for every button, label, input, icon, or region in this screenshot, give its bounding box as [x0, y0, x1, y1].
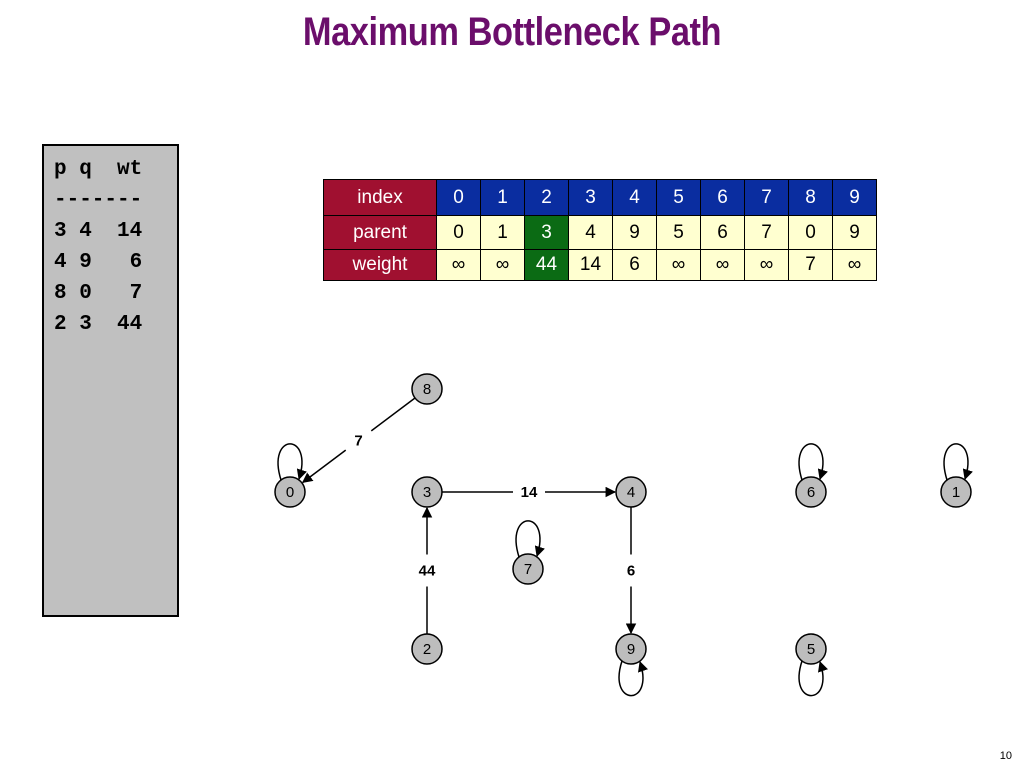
- parent-cell-1: 1: [480, 215, 525, 250]
- index-cell-7: 7: [744, 179, 789, 216]
- weight-cell-7: ∞: [744, 249, 789, 281]
- node-9: 9: [615, 633, 647, 665]
- index-cell-4: 4: [612, 179, 657, 216]
- input-header: p q wt: [54, 158, 143, 181]
- node-label: 3: [423, 484, 431, 501]
- node-label: 9: [627, 641, 635, 658]
- edge-2-3: 44: [419, 506, 436, 634]
- input-edge-list: p q wt ------- 3 4 14 4 9 6 8 0 7 2 3 44: [42, 144, 179, 617]
- edge-weight-label: 14: [521, 484, 538, 501]
- input-row: 3 4 14: [54, 220, 143, 243]
- node-label: 6: [807, 484, 815, 501]
- index-cell-2: 2: [524, 179, 569, 216]
- self-loop-6: [798, 443, 828, 481]
- index-cell-5: 5: [656, 179, 701, 216]
- self-loop-9: [618, 660, 648, 697]
- weight-cell-3: 14: [568, 249, 613, 281]
- parent-cell-9: 9: [832, 215, 877, 250]
- weight-cell-1: ∞: [480, 249, 525, 281]
- input-row: 2 3 44: [54, 313, 143, 336]
- node-7: 7: [512, 553, 544, 585]
- node-label: 5: [807, 641, 815, 658]
- node-label: 8: [423, 381, 431, 398]
- edge-weight-label: 44: [419, 563, 436, 580]
- input-row: 8 0 7: [54, 282, 143, 305]
- parent-cell-3: 4: [568, 215, 613, 250]
- weight-cell-9: ∞: [832, 249, 877, 281]
- node-4: 4: [615, 476, 647, 508]
- node-label: 4: [627, 484, 635, 501]
- weight-label: weight: [323, 249, 437, 281]
- weight-cell-2: 44: [524, 249, 569, 281]
- node-6: 6: [795, 476, 827, 508]
- weight-cell-8: 7: [788, 249, 833, 281]
- edge-weight-label: 6: [627, 563, 635, 580]
- edge-3-4: 14: [442, 484, 617, 501]
- node-label: 7: [524, 561, 532, 578]
- node-label: 0: [286, 484, 294, 501]
- input-row: 4 9 6: [54, 251, 143, 274]
- index-cell-6: 6: [700, 179, 745, 216]
- self-loop-1: [943, 443, 973, 481]
- index-cell-1: 1: [480, 179, 525, 216]
- node-8: 8: [411, 373, 443, 405]
- edge-8-0: 7: [301, 397, 416, 484]
- self-loop-7: [515, 520, 545, 558]
- node-5: 5: [795, 633, 827, 665]
- weight-cell-5: ∞: [656, 249, 701, 281]
- index-cell-3: 3: [568, 179, 613, 216]
- node-3: 3: [411, 476, 443, 508]
- parent-cell-7: 7: [744, 215, 789, 250]
- parent-cell-6: 6: [700, 215, 745, 250]
- node-0: 0: [274, 476, 306, 508]
- parent-cell-8: 0: [788, 215, 833, 250]
- self-loop-5: [798, 660, 828, 697]
- self-loop-0: [277, 443, 307, 481]
- input-divider: -------: [54, 189, 143, 212]
- node-1: 1: [940, 476, 972, 508]
- weight-cell-0: ∞: [436, 249, 481, 281]
- weight-cell-6: ∞: [700, 249, 745, 281]
- edge-weight-label: 7: [354, 433, 362, 450]
- node-label: 1: [952, 484, 960, 501]
- slide-title: Maximum Bottleneck Path: [302, 10, 722, 54]
- node-2: 2: [411, 633, 443, 665]
- page-number: 10: [999, 750, 1012, 762]
- node-label: 2: [423, 641, 431, 658]
- index-cell-9: 9: [832, 179, 877, 216]
- edge-4-9: 6: [625, 507, 637, 635]
